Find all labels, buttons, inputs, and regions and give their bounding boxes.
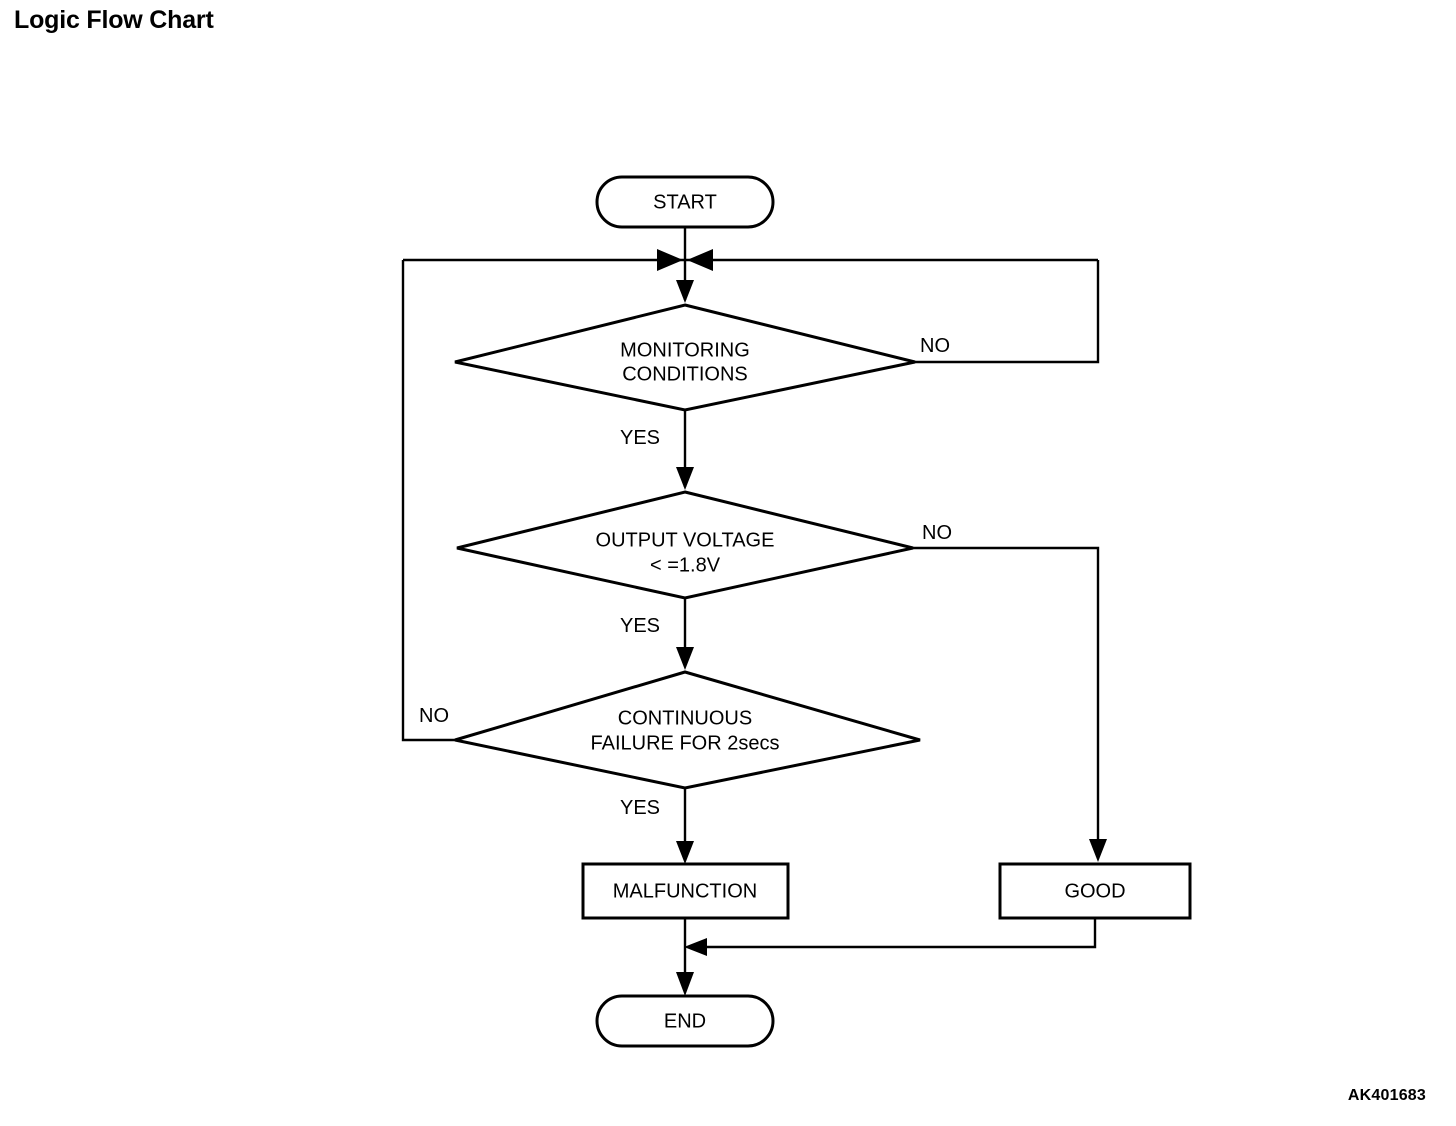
edge-monitoring-no xyxy=(915,260,1100,364)
edge-continuous-yes xyxy=(676,788,694,864)
edge-monitoring-yes xyxy=(676,410,694,490)
node-continuous-label-line1: CONTINUOUS xyxy=(618,707,752,729)
node-voltage-label-line2: < =1.8V xyxy=(650,554,721,576)
node-monitoring-label-line1: MONITORING xyxy=(620,339,750,361)
node-good[interactable]: GOOD xyxy=(998,862,1192,920)
node-continuous-label-line2: FAILURE FOR 2secs xyxy=(591,732,780,754)
branch-label-monitoring-yes: YES xyxy=(620,427,660,449)
branch-label-monitoring-no: NO xyxy=(920,335,950,357)
node-malfunction[interactable]: MALFUNCTION xyxy=(581,862,790,920)
edge-continuous-no xyxy=(401,260,455,742)
figure-code: AK401683 xyxy=(1347,1087,1426,1104)
branch-label-voltage-no: NO xyxy=(922,522,952,544)
branch-label-continuous-yes: YES xyxy=(620,797,660,819)
page-title: Logic Flow Chart xyxy=(14,6,214,34)
node-malfunction-label: MALFUNCTION xyxy=(613,880,757,902)
node-end-label: END xyxy=(664,1010,706,1032)
node-start[interactable]: START xyxy=(595,175,775,229)
node-monitoring-conditions[interactable]: MONITORING CONDITIONS xyxy=(454,303,916,412)
node-good-label: GOOD xyxy=(1064,880,1125,902)
node-output-voltage[interactable]: OUTPUT VOLTAGE < =1.8V xyxy=(456,490,914,600)
edge-good-to-end xyxy=(684,918,1097,956)
node-end[interactable]: END xyxy=(595,994,775,1048)
edge-voltage-yes xyxy=(676,598,694,670)
edge-malfunction-to-end xyxy=(676,918,694,996)
node-start-label: START xyxy=(653,191,717,213)
branch-label-continuous-no: NO xyxy=(419,705,449,727)
feedback-junction-bar xyxy=(403,249,1098,271)
node-monitoring-label-line2: CONDITIONS xyxy=(622,363,748,385)
node-continuous-failure[interactable]: CONTINUOUS FAILURE FOR 2secs xyxy=(454,670,921,790)
edge-start-to-junction xyxy=(676,227,694,303)
edge-voltage-no xyxy=(913,546,1107,862)
node-voltage-label-line1: OUTPUT VOLTAGE xyxy=(596,529,775,551)
branch-label-voltage-yes: YES xyxy=(620,615,660,637)
